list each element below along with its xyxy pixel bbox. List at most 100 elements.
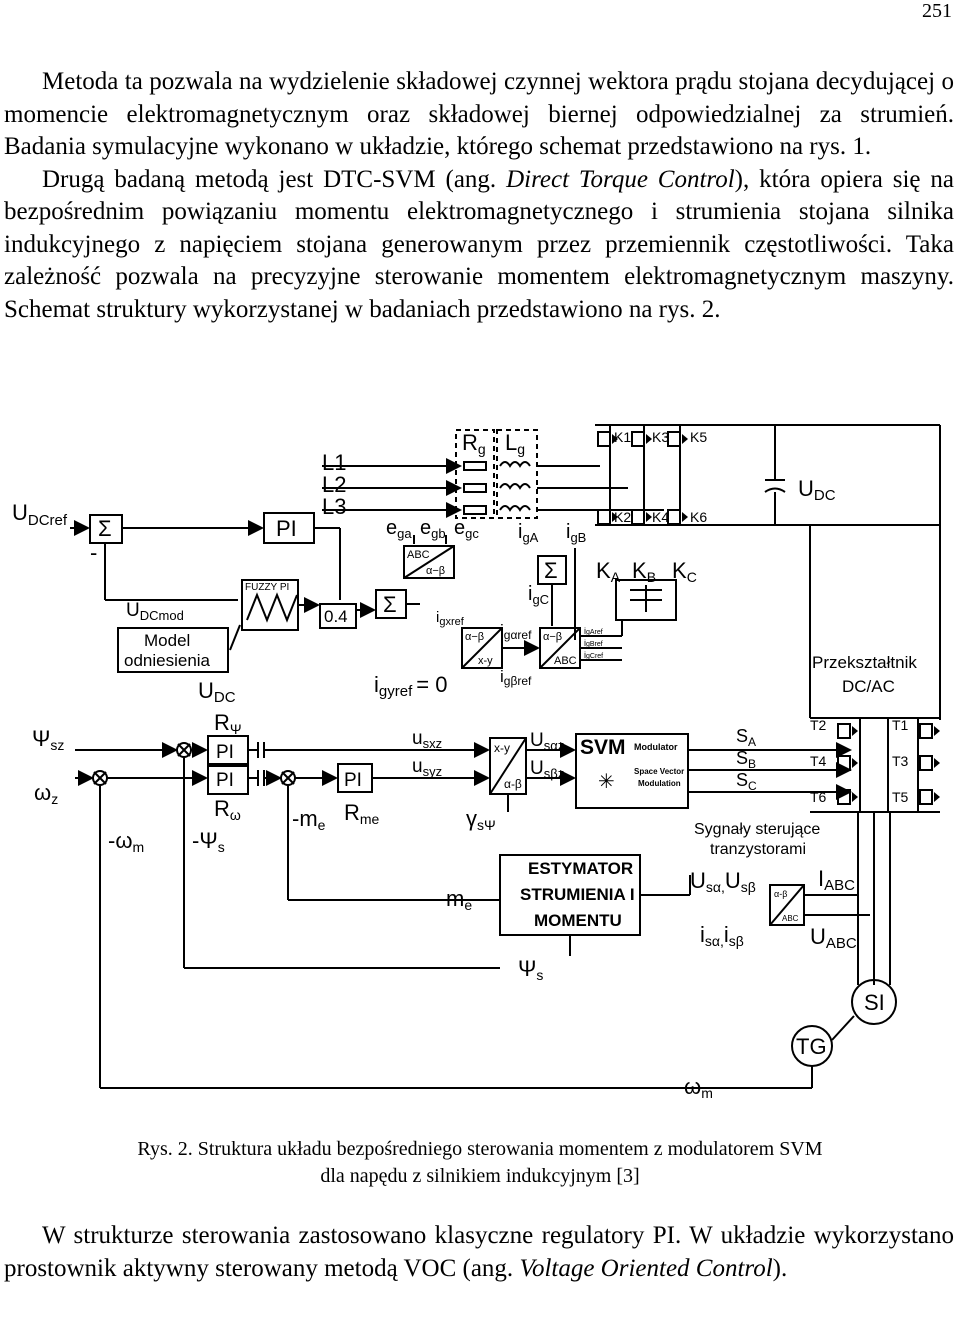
sum-block-2: Σ [544, 558, 558, 583]
label-romega: Rω [214, 796, 241, 823]
label-igaref: igαref [500, 621, 532, 642]
svm-modulator: Modulator [634, 742, 678, 752]
label-udc-model: UDC [198, 678, 236, 706]
minus-sign: - [90, 540, 97, 565]
sum-block-3: Σ [383, 592, 397, 617]
label-k6: K6 [690, 509, 707, 525]
model-line-1: Model [144, 631, 190, 650]
svm-line-2: Modulation [638, 779, 681, 788]
label-neg-me: -me [292, 806, 326, 833]
paragraph-1: Metoda ta pozwala na wydzielenie składow… [4, 66, 954, 326]
label-iscref: igCref [584, 650, 603, 660]
label-egb: egb [420, 517, 446, 541]
label-iga: igA [518, 521, 539, 545]
label-fuzzy-pi: FUZZY PI [245, 582, 289, 593]
alpha-beta-label-4: α-β [504, 777, 522, 791]
abc-label-2: ABC [554, 655, 577, 667]
label-uabc: UABC [810, 924, 857, 952]
label-sb: SB [736, 748, 756, 771]
label-l2: L2 [322, 472, 346, 497]
abc-label-3: ABC [782, 914, 799, 923]
paragraph-3-before: W strukturze sterowania zastosowano klas… [4, 1222, 954, 1282]
label-isaref: igAref [584, 626, 603, 636]
motor-si: SI [864, 990, 885, 1015]
label-iabc: IABC [818, 866, 855, 894]
label-k5: K5 [690, 429, 707, 445]
paragraph-2-after: ), która opiera się na bezpośrednim powi… [4, 165, 954, 323]
pi-block-torque: PI [344, 770, 362, 791]
label-kb: KB [632, 558, 656, 585]
label-usyz: usyz [412, 756, 442, 779]
alpha-beta-label-3: α−β [543, 631, 562, 643]
label-omegaz: ωz [34, 780, 58, 807]
label-t6: T6 [810, 789, 827, 805]
label-sa: SA [736, 726, 756, 749]
svm-title: SVM [580, 736, 626, 759]
gain-block: 0.4 [324, 607, 348, 626]
label-udc-top: UDC [798, 476, 836, 504]
estimator-line-3: MOMENTU [534, 911, 622, 930]
label-lg: Lg [505, 430, 525, 457]
label-me: me [446, 886, 472, 913]
label-k3: K3 [652, 429, 669, 445]
label-t2: T2 [810, 717, 827, 733]
block-diagram: UDCref Σ - PI L1 L2 L3 Rg Lg ega egb egc… [12, 424, 941, 1101]
label-psisz: Ψsz [32, 726, 64, 753]
label-igbref: igβref [500, 667, 532, 688]
label-usab: Usα,Usβ [690, 868, 756, 895]
caption-line-2: dla napędu z silnikiem indukcyjnym [3] [320, 1165, 640, 1187]
label-l1: L1 [322, 450, 346, 475]
label-ega: ega [386, 517, 412, 541]
label-k2: K2 [614, 509, 631, 525]
label-igxref: igxref [436, 609, 465, 628]
alpha-beta-label-5: α-β [774, 889, 787, 899]
signals-line-2: tranzystorami [710, 841, 806, 858]
converter-line-1: Przekształtnik [812, 653, 917, 672]
pi-block-psi: PI [216, 742, 234, 763]
paragraph-3: W strukturze sterowania zastosowano klas… [4, 1220, 954, 1285]
converter-line-2: DC/AC [842, 677, 895, 696]
xy-label-1: x-y [478, 655, 493, 667]
sum-block-1: Σ [98, 516, 112, 541]
label-ka: KA [596, 558, 621, 585]
label-isab: isα,isβ [700, 922, 744, 949]
label-rme: Rme [344, 800, 380, 827]
label-isbref: igBref [584, 638, 603, 648]
label-udcmod: UDCmod [126, 600, 184, 623]
xy-label-2: x-y [494, 741, 510, 755]
label-usaz: Usαz [530, 730, 564, 753]
paragraph-3-after: ). [772, 1254, 788, 1282]
paragraph-2-before: Drugą badaną metodą jest DTC-SVM (ang. [42, 165, 507, 193]
label-igc: igC [528, 583, 549, 607]
label-k4: K4 [652, 509, 669, 525]
page-number: 251 [922, 0, 952, 22]
label-t4: T4 [810, 753, 827, 769]
paragraph-3-italic: Voltage Oriented Control [519, 1254, 773, 1282]
paragraph-2-italic: Direct Torque Control [506, 165, 735, 193]
label-t3: T3 [892, 753, 909, 769]
label-omegam: ωm [684, 1074, 713, 1101]
paragraph-1-text: Metoda ta pozwala na wydzielenie składow… [4, 68, 954, 160]
label-igb: igB [566, 521, 586, 545]
label-neg-omegam: -ωm [108, 828, 144, 855]
tachogenerator-tg: TG [796, 1034, 827, 1059]
label-psis: Ψs [518, 956, 543, 983]
alpha-beta-label-2: α−β [465, 631, 484, 643]
label-rpsi: RΨ [214, 710, 242, 737]
label-usxz: usxz [412, 728, 442, 751]
figure-caption: Rys. 2. Struktura układu bezpośredniego … [0, 1136, 960, 1190]
label-t1: T1 [892, 717, 909, 733]
label-gamma: γsΨ [466, 806, 496, 833]
svm-line-1: Space Vector [634, 767, 684, 776]
label-rg: Rg [462, 430, 486, 457]
pi-block-omega: PI [216, 770, 234, 791]
pi-block-1: PI [276, 516, 297, 541]
estimator-line-1: ESTYMATOR [528, 859, 633, 878]
label-kc: KC [672, 558, 697, 585]
label-neg-psis: -Ψs [192, 828, 225, 855]
label-sc: SC [736, 770, 757, 793]
label-egc: egc [454, 517, 479, 541]
label-udcref: UDCref [12, 500, 68, 529]
svm-star-icon: ✳ [598, 771, 615, 793]
estimator-line-2: STRUMIENIA I [520, 885, 635, 904]
